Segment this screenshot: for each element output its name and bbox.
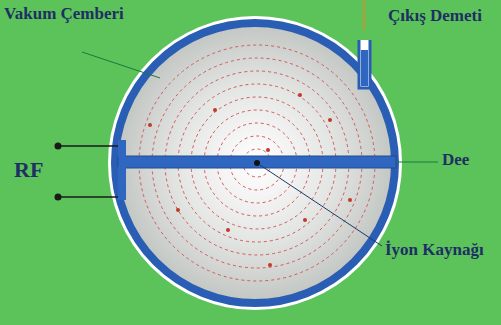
rf-electrode xyxy=(118,166,126,200)
ion-source-label: İyon Kaynağı xyxy=(385,238,484,263)
rf-terminal xyxy=(55,194,62,201)
chamber-label: Vakum Çemberi xyxy=(4,2,124,27)
dee-label: Dee xyxy=(442,148,469,173)
vacuum-rim xyxy=(108,16,402,310)
exit-tube-fill xyxy=(361,50,368,86)
beam-label: Çıkış Demeti xyxy=(388,4,482,29)
beam-line xyxy=(363,0,365,30)
leader-line xyxy=(82,52,160,78)
dee-gap xyxy=(118,156,396,168)
vacuum-chamber xyxy=(115,23,395,303)
leader-line xyxy=(260,165,382,246)
exit-tube xyxy=(359,40,370,88)
rf-wire xyxy=(58,145,118,147)
orbit-markers xyxy=(148,93,352,267)
rf-terminal xyxy=(55,143,62,150)
rf-wire xyxy=(58,196,118,198)
rf-electrode xyxy=(118,140,126,158)
rf-label: RF xyxy=(14,154,43,186)
ion-source xyxy=(254,160,260,166)
leader-line xyxy=(396,162,438,163)
